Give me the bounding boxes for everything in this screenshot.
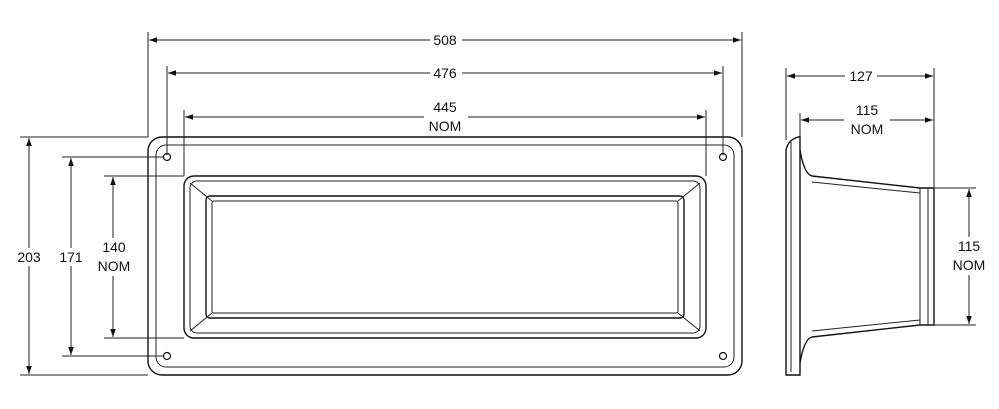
dim-label-115-outlet-nom: NOM	[953, 257, 986, 273]
opening-inner	[211, 200, 679, 314]
dim-label-115-depth: 115	[856, 102, 879, 118]
mounting-hole-bottom-left	[162, 351, 172, 361]
dim-label-140: 140	[102, 239, 126, 255]
dim-label-445-nom: NOM	[429, 118, 462, 134]
flange-outline	[147, 136, 743, 376]
chamfer-bottom-right	[677, 312, 701, 332]
dimension-overall-width: 508	[147, 32, 743, 137]
opening-outer	[205, 195, 685, 319]
dimension-flange-hole-width: 476	[166, 65, 724, 155]
dimension-body-depth: 115 NOM	[799, 102, 933, 138]
dim-label-445: 445	[433, 99, 457, 115]
side-view	[785, 136, 935, 376]
side-body-bottom-edge	[811, 319, 921, 332]
dimension-outlet-height: 115 NOM	[934, 187, 992, 326]
dimension-opening-height: 140 NOM	[92, 175, 184, 339]
dim-label-140-nom: NOM	[98, 258, 131, 274]
side-body	[799, 149, 935, 364]
dim-label-115-outlet: 115	[958, 238, 981, 254]
dimension-overall-depth: 127	[785, 68, 935, 188]
mounting-hole-bottom-right	[718, 351, 728, 361]
side-flange	[785, 136, 801, 376]
dimension-overall-height: 203	[15, 136, 148, 376]
frame-inner	[189, 180, 701, 334]
dim-label-203: 203	[17, 249, 41, 265]
dim-label-171: 171	[59, 249, 83, 265]
dim-label-476: 476	[433, 65, 457, 81]
frame-outer	[183, 175, 707, 339]
chamfer-bottom-left	[189, 312, 213, 332]
side-body-top-edge	[811, 181, 921, 194]
chamfer-top-right	[677, 182, 701, 202]
flange-inner-edge	[155, 144, 735, 368]
dim-label-127: 127	[849, 68, 873, 84]
front-view	[147, 136, 743, 376]
dim-label-115-depth-nom: NOM	[851, 121, 884, 137]
dim-label-508: 508	[433, 32, 457, 48]
dimension-flange-hole-height: 171	[57, 156, 164, 357]
chamfer-top-left	[189, 182, 213, 202]
dimension-opening-width: 445 NOM	[183, 99, 707, 176]
